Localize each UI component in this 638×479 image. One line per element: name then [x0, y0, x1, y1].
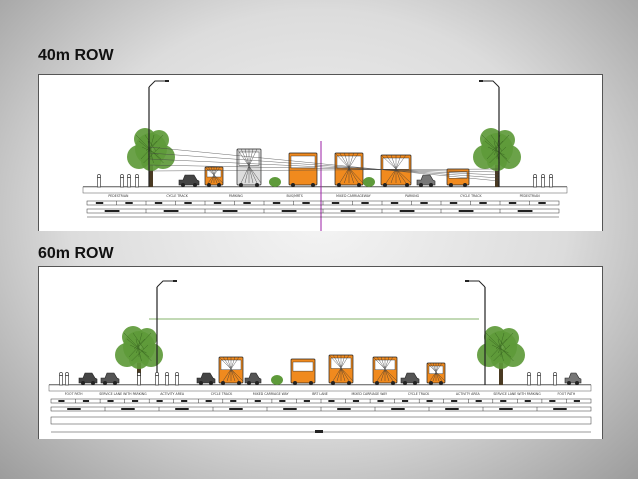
dimension-band [50, 406, 592, 412]
overhead-wire [148, 158, 500, 176]
pedestrian [97, 174, 101, 188]
dimension-band [50, 416, 592, 425]
section-title-40m: 40m ROW [38, 47, 114, 64]
bus [290, 358, 316, 385]
street-light-pole [465, 280, 486, 385]
tree [127, 128, 175, 187]
bus [426, 362, 446, 385]
overhead-wire [148, 152, 500, 179]
pedestrian [135, 174, 139, 188]
zone-label-40m: BUS/MRTS [286, 194, 302, 198]
zone-label-40m: CYCLE TRACK [460, 194, 482, 198]
bus [446, 168, 470, 187]
zone-label-40m: PARKING [229, 194, 244, 198]
pedestrian [155, 372, 159, 386]
zone-label-60m: SERVICE LANE WITH PARKING [99, 392, 147, 396]
dimension-band [50, 398, 592, 404]
zone-label-60m: ACTIVITY AREA [160, 392, 185, 396]
tree [473, 128, 521, 187]
road-surface [82, 186, 568, 194]
car [78, 372, 98, 385]
car [196, 372, 216, 385]
overhead-wire [148, 146, 500, 182]
zone-label-60m: SERVICE LANE WITH PARKING [493, 392, 541, 396]
zone-label-40m: PEDESTRIAN [520, 194, 541, 198]
pedestrian [59, 372, 63, 386]
pedestrian [537, 372, 541, 386]
pedestrian [65, 372, 69, 386]
zone-label-40m: PEDESTRIAN [108, 194, 129, 198]
street-light-pole [148, 80, 169, 187]
pedestrian [541, 174, 545, 188]
pedestrian [165, 372, 169, 386]
cross-section-40m: PEDESTRIAN CYCLE TRACK PARKING BUS/MRTS MIXE… [38, 74, 603, 231]
zone-label-40m: CYCLE TRACK [166, 194, 188, 198]
zone-label-60m: FOOT PATH [65, 392, 83, 396]
zone-label-60m: CYCLE TRACK [408, 392, 430, 396]
shrub [363, 177, 375, 187]
zone-label-60m: MIXED CARRIAGE WAY [351, 392, 387, 396]
pedestrian [137, 372, 141, 386]
street-light-pole [479, 80, 500, 187]
zone-label-40m: MIXED CARRIAGEWAY [336, 194, 371, 198]
pedestrian [553, 372, 557, 386]
pedestrian [175, 372, 179, 386]
zone-label-60m: ACTIVITY AREA [456, 392, 481, 396]
car [564, 372, 582, 385]
tree [477, 326, 525, 385]
street-light-pole [156, 280, 177, 385]
shrub [269, 177, 281, 187]
zone-label-60m: FOOT PATH [557, 392, 575, 396]
section-title-60m: 60m ROW [38, 245, 114, 262]
road-surface [48, 384, 592, 392]
dimension-band [86, 200, 560, 206]
bus [328, 354, 354, 385]
tree [115, 326, 163, 385]
car [100, 372, 120, 385]
zone-label-60m: MIXED CARRIAGE WAY [253, 392, 289, 396]
bus [204, 166, 224, 187]
overhead-wire [148, 168, 500, 172]
zone-label-60m: BRT LANE [312, 392, 328, 396]
bus [236, 148, 262, 187]
car [178, 174, 200, 187]
overhead-wire [148, 164, 500, 173]
pedestrian [533, 174, 537, 188]
diagram-60m: FOOT PATH SERVICE LANE WITH PARKING ACTIVI… [48, 280, 592, 433]
pedestrian [127, 174, 131, 188]
cross-section-60m: FOOT PATH SERVICE LANE WITH PARKING ACTIVI… [38, 266, 603, 439]
dimension-mark [315, 430, 323, 433]
dimension-band [86, 208, 560, 214]
car [244, 372, 262, 385]
bus [218, 356, 244, 385]
pedestrian [527, 372, 531, 386]
diagram-40m: PEDESTRIAN CYCLE TRACK PARKING BUS/MRTS MIXE… [82, 80, 568, 231]
car [416, 174, 436, 187]
zone-label-40m: PARKING [405, 194, 420, 198]
bus [380, 154, 412, 187]
bus [372, 356, 398, 385]
zone-label-60m: CYCLE TRACK [211, 392, 233, 396]
pedestrian [549, 174, 553, 188]
pedestrian [120, 174, 124, 188]
shrub [271, 375, 283, 385]
car [400, 372, 420, 385]
